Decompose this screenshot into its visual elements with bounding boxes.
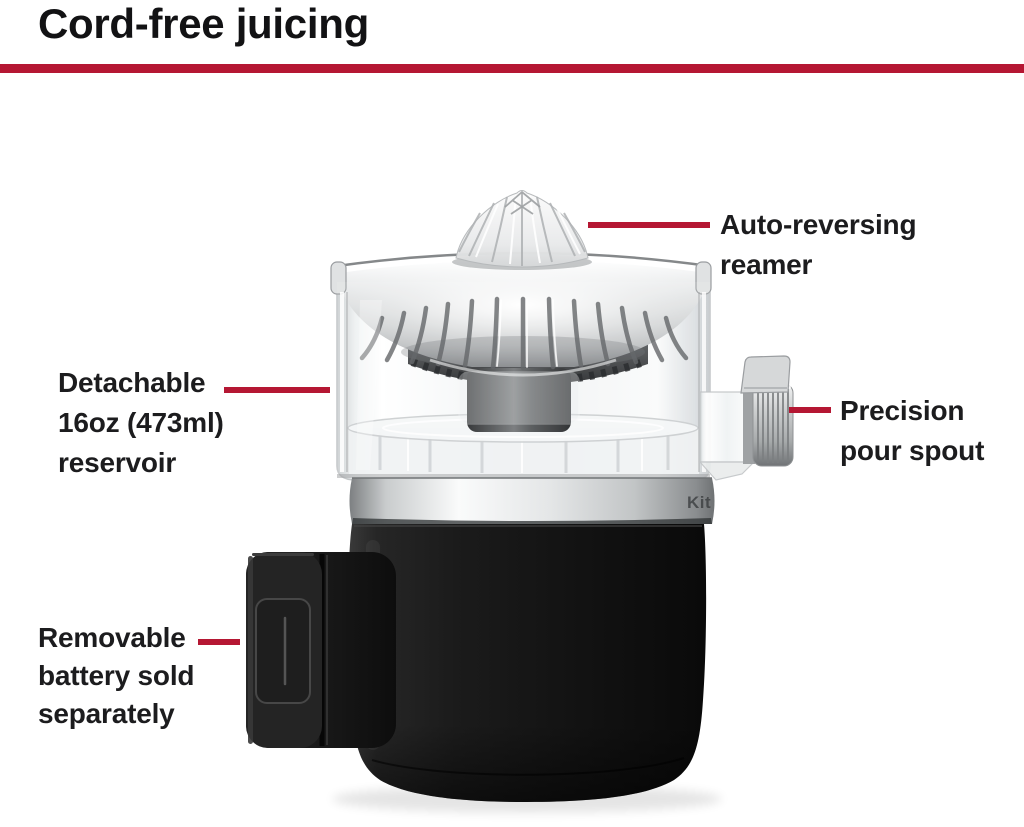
callout-battery-line: Removable [38,622,186,653]
callout-spout: Precision pour spout [840,391,984,471]
accent-divider [0,64,1024,73]
motor-base [348,524,707,802]
callout-reservoir-line: 16oz (473ml) [58,407,224,438]
brand-mark: Kit [687,493,711,512]
callout-spout-line: Precision [840,395,965,426]
callout-reamer-line: Auto-reversing [720,209,917,240]
leader-line-battery [198,639,240,645]
leader-line-spout [789,407,831,413]
callout-reamer-line: reamer [720,249,813,280]
pour-spout [698,355,794,481]
callout-battery: Removable battery sold separately [38,619,195,733]
callout-battery-line: battery sold [38,660,195,691]
leader-line-reamer [588,222,710,228]
reamer-dome [455,190,589,268]
glass-front-sheen [337,282,710,478]
battery-panel [255,598,311,704]
strainer-slots [359,296,689,371]
spout-knob [752,383,794,467]
callout-reamer: Auto-reversing reamer [720,205,917,285]
steel-band: Kit [349,477,715,524]
callout-spout-line: pour spout [840,435,985,466]
callout-battery-line: separately [38,698,175,729]
callout-reservoir: Detachable 16oz (473ml) reservoir [58,363,224,483]
callout-reservoir-line: reservoir [58,447,177,478]
page-title: Cord-free juicing [38,0,369,47]
callout-reservoir-line: Detachable [58,367,206,398]
strainer-bowl [330,251,712,377]
battery-pack [246,552,396,748]
leader-line-reservoir [224,387,330,393]
